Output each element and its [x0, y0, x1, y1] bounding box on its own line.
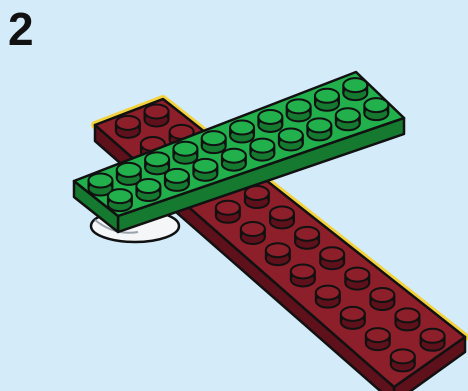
- red-plate-stud: [370, 288, 394, 310]
- red-plate-stud: [145, 104, 169, 126]
- red-plate-stud: [391, 349, 415, 371]
- green-plate-stud: [117, 163, 141, 185]
- red-plate-stud: [295, 227, 319, 249]
- green-plate-stud: [230, 121, 254, 143]
- red-plate-stud: [216, 201, 240, 223]
- red-plate-stud: [116, 116, 140, 138]
- green-plate-stud: [364, 98, 388, 120]
- red-plate-stud: [421, 329, 445, 351]
- red-plate-stud: [366, 328, 390, 350]
- red-plate-stud: [245, 186, 269, 208]
- red-plate-stud: [395, 308, 419, 330]
- red-plate-stud: [270, 206, 294, 228]
- green-plate-stud: [336, 108, 360, 130]
- green-plate-stud: [165, 169, 189, 191]
- green-plate-stud: [279, 128, 303, 150]
- green-plate-stud: [258, 110, 282, 132]
- red-plate-stud: [320, 247, 344, 269]
- green-plate-stud: [343, 78, 367, 100]
- green-plate-stud: [202, 131, 226, 153]
- green-plate-stud: [193, 159, 217, 181]
- green-plate-stud: [108, 189, 132, 211]
- red-plate-stud: [266, 243, 290, 265]
- green-plate-stud: [222, 149, 246, 171]
- red-plate-stud: [241, 222, 265, 244]
- green-plate-stud: [307, 118, 331, 140]
- red-plate-stud: [291, 264, 315, 286]
- green-plate-stud: [287, 99, 311, 121]
- green-plate-stud: [173, 142, 197, 164]
- red-plate-stud: [316, 286, 340, 308]
- green-plate-stud: [145, 152, 169, 174]
- green-plate-stud: [250, 139, 274, 161]
- red-plate-stud: [341, 307, 365, 329]
- red-plate-stud: [345, 268, 369, 290]
- green-plate-stud: [136, 179, 160, 201]
- green-plate-stud: [315, 89, 339, 111]
